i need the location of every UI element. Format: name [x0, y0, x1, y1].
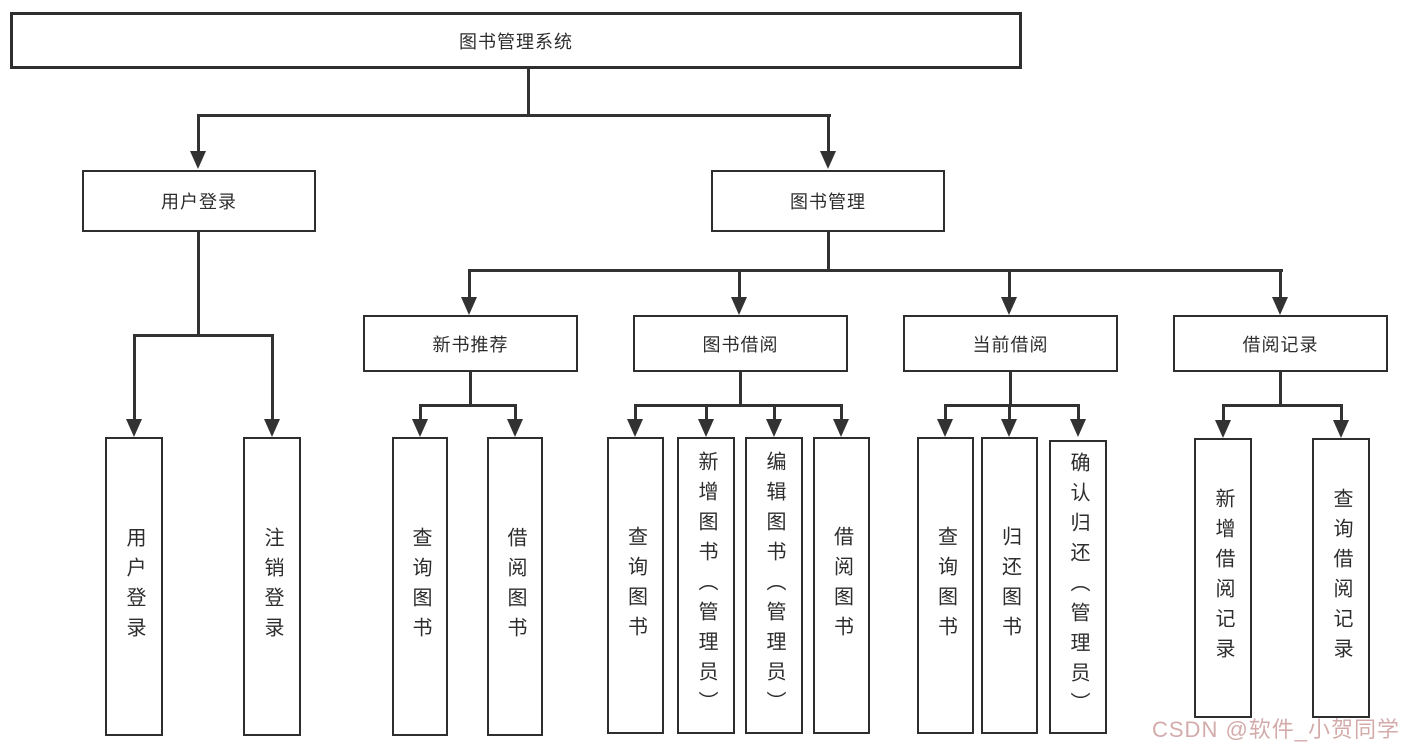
- node-book-borrow-label: 图书借阅: [702, 334, 779, 355]
- leaf-borrow-add-book-admin: 新增图书（管理员）: [677, 437, 735, 734]
- leaf-records-query-record-label: 查询借阅记录: [1330, 488, 1352, 668]
- leaf-borrow-edit-book-admin-label: 编辑图书（管理员）: [763, 450, 785, 721]
- node-root-label: 图书管理系统: [459, 31, 573, 52]
- connector-current-query-drop: [944, 407, 947, 420]
- leaf-current-confirm-return-admin-label: 确认归还（管理员）: [1067, 452, 1089, 722]
- leaf-current-query-book: 查询图书: [917, 437, 974, 734]
- connector-recommend-query-drop: [419, 407, 422, 420]
- connector-user-logout-drop: [271, 337, 274, 420]
- arrowhead-records: [1272, 297, 1288, 315]
- leaf-borrow-borrow-book-label: 借阅图书: [830, 525, 853, 646]
- arrowhead-current: [1001, 297, 1017, 315]
- connector-records-add-drop: [1222, 407, 1225, 421]
- arrowhead-book: [820, 151, 836, 169]
- connector-user-rail: [133, 334, 274, 337]
- node-current-borrow-label: 当前借阅: [972, 334, 1049, 355]
- arrowhead-current-return: [1001, 419, 1017, 437]
- arrowhead-records-query: [1333, 420, 1349, 438]
- leaf-recommend-borrow-book: 借阅图书: [487, 437, 543, 736]
- leaf-records-add-record-label: 新增借阅记录: [1212, 488, 1234, 668]
- leaf-borrow-query-book: 查询图书: [607, 437, 664, 734]
- connector-borrow-drop: [738, 272, 741, 298]
- leaf-borrow-query-book-label: 查询图书: [624, 525, 647, 646]
- leaf-recommend-borrow-book-label: 借阅图书: [504, 526, 526, 647]
- arrowhead-user-logout: [264, 419, 280, 437]
- connector-current-rail: [944, 404, 1080, 407]
- node-borrow-records: 借阅记录: [1173, 315, 1388, 372]
- leaf-user-login-label: 用户登录: [123, 526, 145, 647]
- arrowhead-borrow-query: [627, 419, 643, 437]
- node-book-management: 图书管理: [711, 170, 945, 232]
- leaf-recommend-query-book-label: 查询图书: [409, 526, 431, 647]
- connector-recommend-stem: [469, 372, 472, 406]
- node-new-book-recommend-label: 新书推荐: [432, 334, 509, 355]
- connector-current-stem: [1009, 372, 1012, 406]
- connector-book-stem: [827, 232, 830, 271]
- node-user-login-group-label: 用户登录: [161, 192, 237, 212]
- arrowhead-borrow-borrow: [833, 419, 849, 437]
- connector-records-rail: [1222, 404, 1343, 407]
- connector-records-query-drop: [1340, 407, 1343, 421]
- csdn-watermark: CSDN @软件_小贺同学: [1152, 717, 1401, 742]
- connector-recommend-rail: [419, 404, 517, 407]
- connector-recommend-drop: [468, 272, 471, 298]
- leaf-records-query-record: 查询借阅记录: [1312, 438, 1370, 718]
- node-borrow-records-label: 借阅记录: [1242, 334, 1319, 355]
- arrowhead-user: [190, 151, 206, 169]
- arrowhead-records-add: [1215, 420, 1231, 438]
- connector-borrow-rail: [634, 404, 843, 407]
- connector-borrow-stem: [739, 372, 742, 406]
- connector-recommend-borrow-drop: [514, 407, 517, 420]
- leaf-user-logout: 注销登录: [243, 437, 301, 736]
- connector-records-drop: [1279, 272, 1282, 298]
- leaf-recommend-query-book: 查询图书: [392, 437, 448, 736]
- connector-user-drop: [197, 114, 200, 152]
- leaf-user-login: 用户登录: [105, 437, 163, 736]
- leaf-borrow-borrow-book: 借阅图书: [813, 437, 870, 734]
- connector-level2-rail: [198, 114, 831, 117]
- arrowhead-recommend: [461, 297, 477, 315]
- node-book-management-label: 图书管理: [790, 192, 866, 212]
- connector-user-stem: [197, 232, 200, 336]
- connector-current-confirm-drop: [1077, 407, 1080, 420]
- arrowhead-user-login: [126, 419, 142, 437]
- leaf-current-confirm-return-admin: 确认归还（管理员）: [1049, 440, 1107, 734]
- arrowhead-recommend-borrow: [507, 419, 523, 437]
- connector-user-login-drop: [133, 337, 136, 420]
- leaf-current-return-book-label: 归还图书: [998, 525, 1021, 646]
- leaf-current-return-book: 归还图书: [981, 437, 1038, 734]
- leaf-records-add-record: 新增借阅记录: [1194, 438, 1252, 718]
- connector-borrow-add-drop: [705, 407, 708, 420]
- connector-current-return-drop: [1008, 407, 1011, 420]
- connector-borrow-edit-drop: [773, 407, 776, 420]
- leaf-borrow-add-book-admin-label: 新增图书（管理员）: [695, 450, 717, 721]
- leaf-borrow-edit-book-admin: 编辑图书（管理员）: [745, 437, 803, 734]
- node-root: 图书管理系统: [10, 12, 1022, 69]
- connector-borrow-borrow-drop: [840, 407, 843, 420]
- node-book-borrow: 图书借阅: [633, 315, 848, 372]
- connector-book-drop: [827, 114, 830, 152]
- arrowhead-borrow-add: [698, 419, 714, 437]
- connector-current-drop: [1008, 272, 1011, 298]
- leaf-user-logout-label: 注销登录: [261, 526, 283, 647]
- node-current-borrow: 当前借阅: [903, 315, 1118, 372]
- connector-borrow-query-drop: [634, 407, 637, 420]
- node-user-login-group: 用户登录: [82, 170, 316, 232]
- arrowhead-borrow-edit: [766, 419, 782, 437]
- arrowhead-current-query: [937, 419, 953, 437]
- node-new-book-recommend: 新书推荐: [363, 315, 578, 372]
- arrowhead-current-confirm: [1070, 419, 1086, 437]
- leaf-current-query-book-label: 查询图书: [934, 525, 957, 646]
- connector-level3-rail: [468, 269, 1283, 272]
- arrowhead-recommend-query: [412, 419, 428, 437]
- connector-root-stem: [527, 69, 530, 115]
- arrowhead-borrow: [731, 297, 747, 315]
- connector-records-stem: [1279, 372, 1282, 406]
